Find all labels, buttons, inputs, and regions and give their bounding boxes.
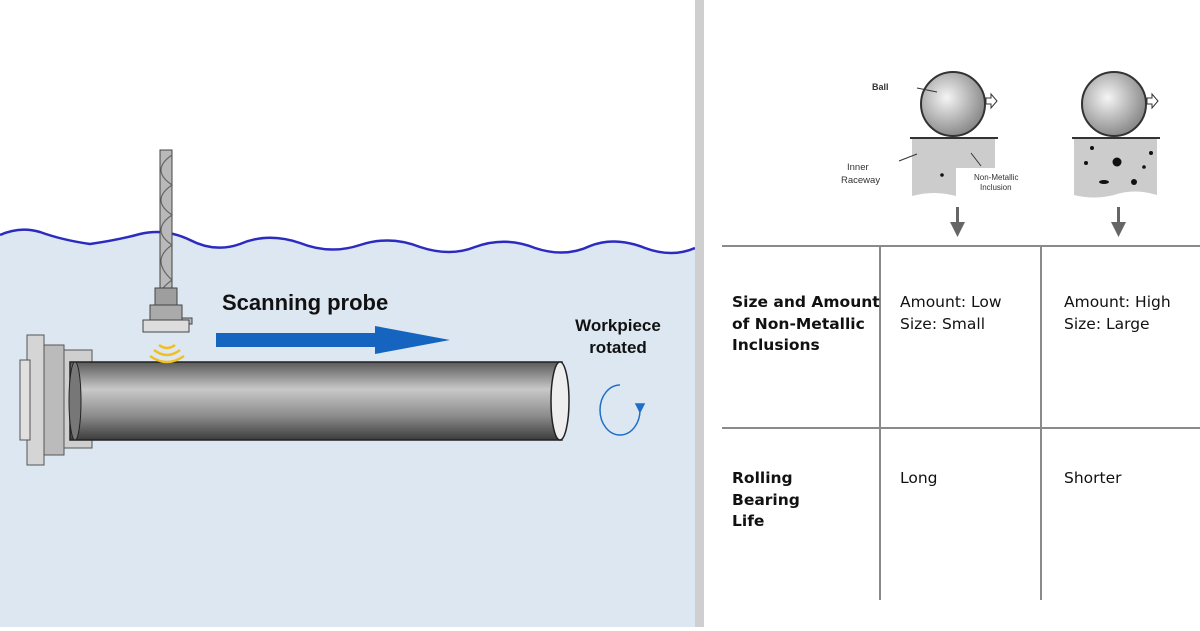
- cell-low-inclusions: Amount: Low Size: Small: [900, 292, 1002, 335]
- text: Bearing: [732, 490, 800, 509]
- table-rule: [1040, 246, 1042, 600]
- panel-divider: [695, 0, 704, 627]
- scanning-probe-label: Scanning probe: [222, 290, 388, 315]
- probe-assembly: [142, 149, 193, 364]
- workpiece-rotated-label-1: Workpiece: [575, 316, 661, 335]
- text: Size: Large: [1064, 314, 1150, 333]
- row-header-bearing-life: Rolling Bearing Life: [732, 468, 800, 533]
- high-inclusion-bearing: [1072, 71, 1160, 237]
- ball-label: Ball: [872, 82, 889, 92]
- inclusion-comparison-panel: Ball Inner Raceway Non-Metallic Inclusio…: [704, 0, 1200, 627]
- ultrasonic-immersion-diagram: Scanning probe Workpiece rotated: [0, 149, 696, 627]
- bearing-illustration: Ball Inner Raceway Non-Metallic Inclusio…: [841, 71, 1160, 237]
- text: Inclusions: [732, 336, 820, 354]
- down-arrow-icon: [1111, 207, 1126, 237]
- text: Shorter: [1064, 469, 1122, 487]
- text: Rolling: [732, 469, 793, 487]
- text: Long: [900, 469, 938, 487]
- table-rule: [722, 427, 1200, 429]
- scan-direction-arrow-icon: [216, 326, 450, 354]
- cell-high-inclusions: Amount: High Size: Large: [1064, 292, 1171, 335]
- text: of Non-Metallic: [732, 314, 865, 333]
- text: Size and Amount: [732, 293, 880, 311]
- water-surface-wave: [0, 228, 696, 255]
- cell-life-shorter: Shorter: [1064, 468, 1122, 490]
- inclusion-label-2: Inclusion: [980, 183, 1012, 192]
- table-rule: [722, 245, 1200, 247]
- text: Amount: High: [1064, 293, 1171, 311]
- text: Amount: Low: [900, 293, 1002, 311]
- inner-raceway-label-1: Inner: [847, 162, 869, 173]
- workpiece-pipe: [68, 361, 570, 441]
- rotation-arrow-icon: [599, 384, 646, 436]
- inner-raceway-label-2: Raceway: [841, 175, 880, 186]
- text: Life: [732, 512, 765, 530]
- ultrasonic-signal-icon: [149, 343, 185, 364]
- down-arrow-icon: [950, 207, 965, 237]
- cell-life-long: Long: [900, 468, 938, 490]
- low-inclusion-bearing: Ball Inner Raceway Non-Metallic Inclusio…: [841, 71, 1018, 237]
- row-header-inclusions: Size and Amount of Non-Metallic Inclusio…: [732, 292, 880, 357]
- inclusion-label-1: Non-Metallic: [974, 173, 1018, 182]
- workpiece-rotated-label-2: rotated: [589, 338, 647, 357]
- table-rule: [879, 246, 881, 600]
- text: Size: Small: [900, 314, 986, 333]
